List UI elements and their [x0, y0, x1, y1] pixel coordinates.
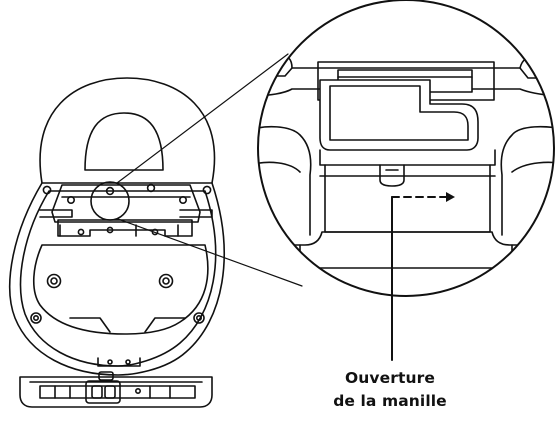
device-body: [9, 77, 225, 376]
zoom-detail-circle: [257, 0, 555, 297]
callout-label-line1: Ouverture: [345, 369, 435, 387]
callout-label-line2: de la manille: [333, 392, 447, 410]
zoom-marker-circle: [90, 181, 130, 221]
zoom-leader-lines: [116, 53, 303, 287]
device-base: [19, 371, 213, 408]
callout-label: Ouverture de la manille: [300, 367, 480, 413]
callout-pointer: [391, 192, 455, 361]
